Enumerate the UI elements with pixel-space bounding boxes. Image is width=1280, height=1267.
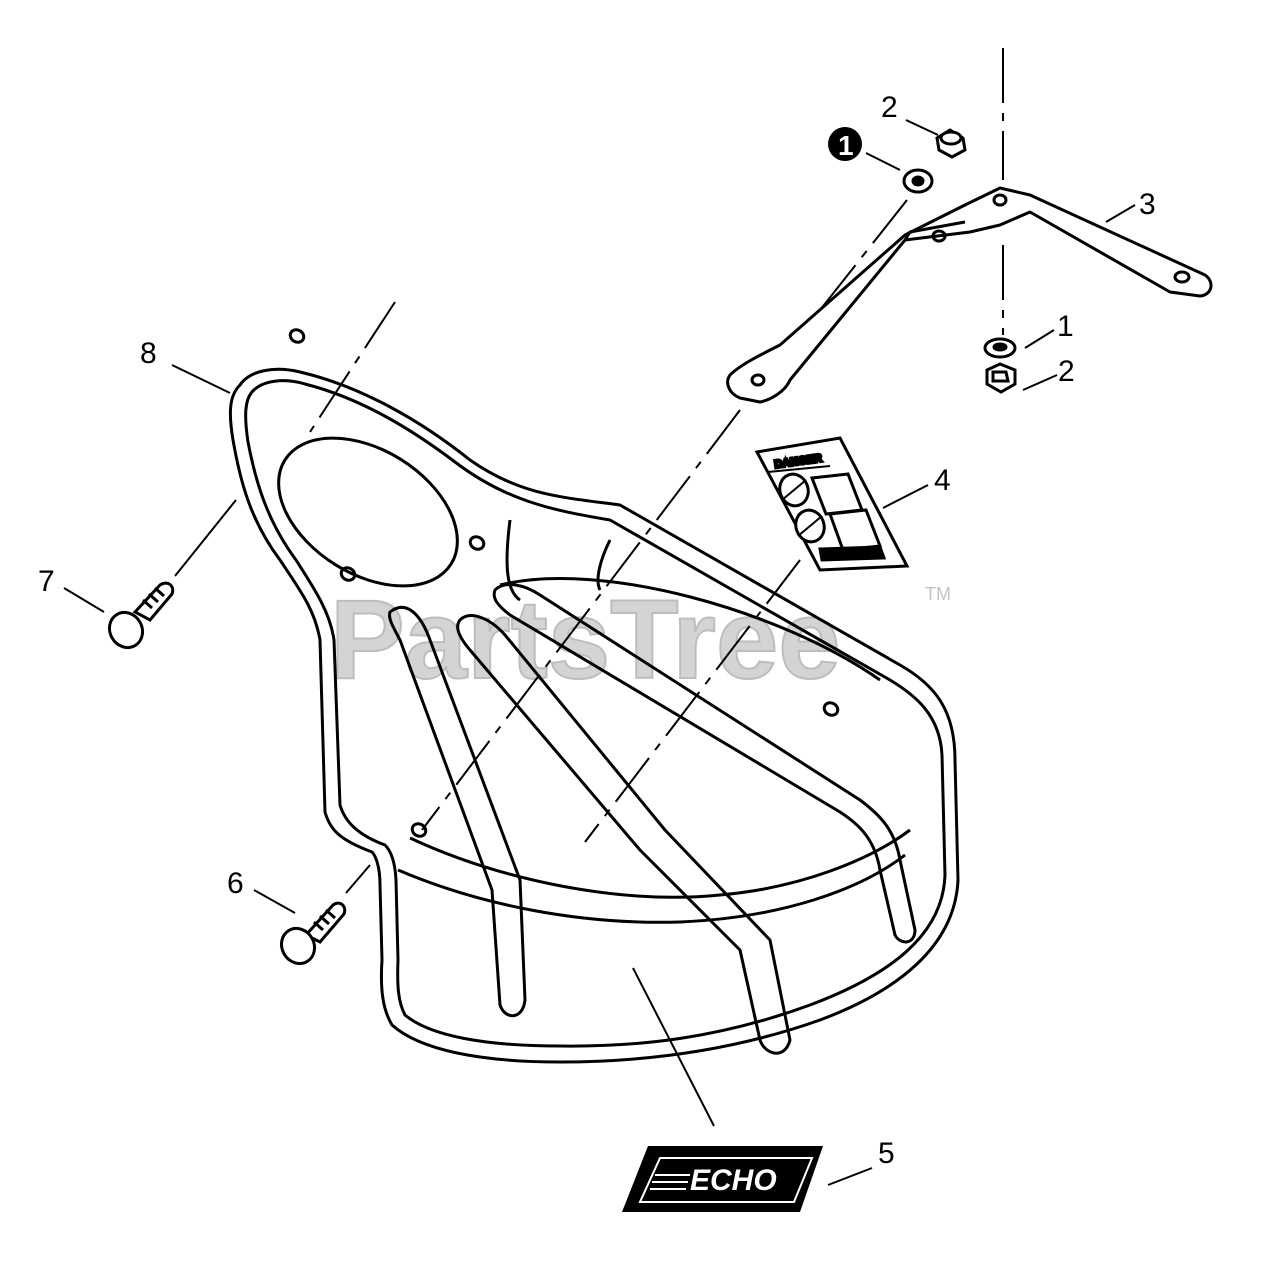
bolt-6 xyxy=(279,901,347,966)
shield-bowl-lower xyxy=(409,828,911,899)
leader-1b xyxy=(1024,329,1055,349)
shield-rib-2 xyxy=(456,614,792,1055)
shield-inner-rim xyxy=(244,379,947,1048)
echo-logo-text: ECHO xyxy=(690,1164,777,1197)
shield-outer xyxy=(228,367,960,1064)
leader-2a xyxy=(905,119,939,136)
shield-hole-1 xyxy=(288,328,306,344)
callout-1-circle xyxy=(828,127,862,161)
leader-5b xyxy=(632,967,715,1127)
leader-lines xyxy=(63,119,1136,1186)
callout-1-highlight: 1 xyxy=(838,130,854,161)
danger-decal: DANGER ROTATION xyxy=(754,436,910,572)
shield-bowl-rim xyxy=(397,853,906,924)
fasteners-top xyxy=(902,128,1017,394)
bolt-7 xyxy=(107,581,175,650)
shield-rib-3 xyxy=(492,583,917,944)
shield-rib-1 xyxy=(388,605,527,1018)
callout-5: 5 xyxy=(878,1137,895,1170)
leader-7b xyxy=(174,499,237,577)
shield-hub-opening xyxy=(277,436,459,588)
bracket xyxy=(726,186,1213,404)
nut-bottom xyxy=(985,362,1017,394)
leader-3 xyxy=(1105,204,1136,223)
watermark-text: PartsTree xyxy=(330,577,841,702)
callout-2-top: 2 xyxy=(881,91,898,124)
shield-bowl-top xyxy=(499,576,881,682)
leader-7 xyxy=(63,587,105,613)
leader-5 xyxy=(827,1167,873,1186)
callout-8: 8 xyxy=(140,337,157,370)
callout-6: 6 xyxy=(227,867,244,900)
shield-hole-4 xyxy=(822,701,840,717)
callout-4: 4 xyxy=(934,464,951,497)
leader-1a xyxy=(865,152,901,171)
callout-3: 3 xyxy=(1139,188,1156,221)
shield-neck xyxy=(505,519,612,602)
watermark-tm: TM xyxy=(925,584,951,604)
callout-2-bottom: 2 xyxy=(1058,355,1075,388)
center-lines xyxy=(309,48,1004,843)
shield-hole-3 xyxy=(339,566,357,582)
leader-6b xyxy=(345,864,371,894)
callout-7: 7 xyxy=(38,565,55,598)
callouts: 1 2 3 1 2 4 8 7 6 5 xyxy=(38,91,1156,1170)
echo-decal: ECHO xyxy=(622,1146,823,1212)
leader-4 xyxy=(882,484,929,509)
leader-2b xyxy=(1022,374,1058,391)
debris-shield xyxy=(228,328,960,1064)
leader-8 xyxy=(171,364,231,394)
shield-hole-5 xyxy=(410,822,428,838)
leader-6 xyxy=(253,889,296,914)
callout-1-bottom: 1 xyxy=(1057,310,1074,343)
nut-top xyxy=(935,128,967,159)
danger-arrow-text: ROTATION xyxy=(826,552,861,559)
shield-hole-2 xyxy=(468,535,486,551)
